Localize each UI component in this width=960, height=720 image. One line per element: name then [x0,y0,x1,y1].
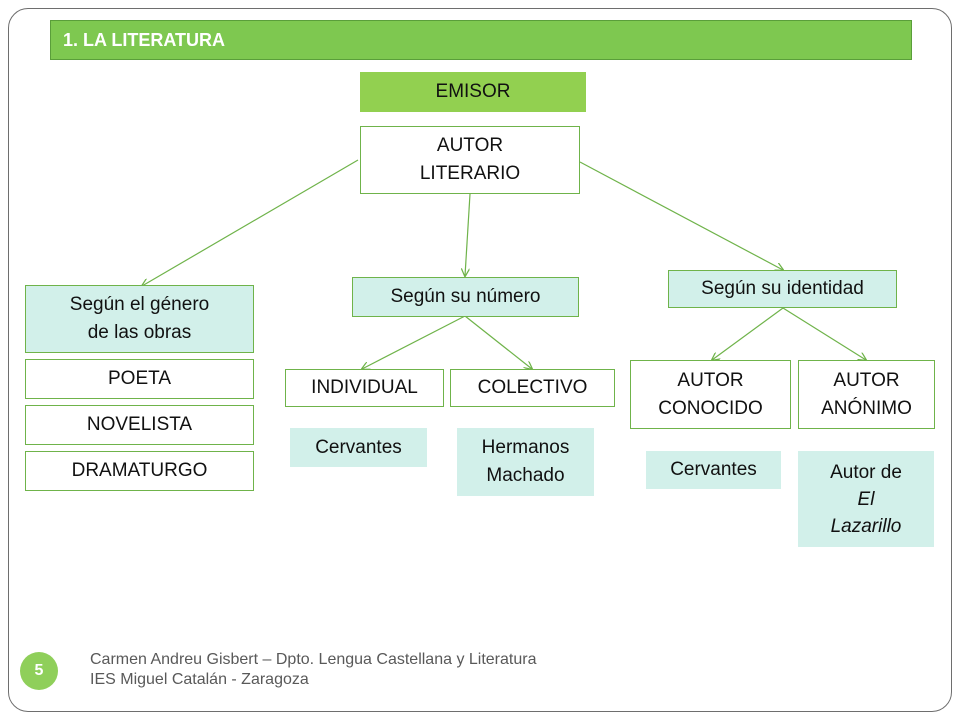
genero-heading-box: Según el género de las obras [25,285,254,353]
genero-item-label: POETA [108,368,171,389]
numero-heading-label: Según su número [390,286,541,307]
genero-item-label: DRAMATURGO [71,460,208,481]
individual-example-label: Cervantes [315,436,402,458]
section-title: 1. LA LITERATURA [50,20,912,60]
identidad-heading-box: Según su identidad [668,270,897,308]
identidad-heading-label: Según su identidad [701,278,864,299]
autor-conocido-line-1: AUTOR [677,369,744,391]
genero-heading-line-1: Según el género [69,294,210,315]
page-number: 5 [34,662,44,679]
colectivo-box: COLECTIVO [450,369,615,407]
autor-literario-line-2: LITERARIO [419,163,521,184]
footer-credits: Carmen Andreu Gisbert – Dpto. Lengua Cas… [90,650,536,690]
arrow-to-genero [142,159,359,286]
colectivo-example-line-1: Hermanos [481,437,570,458]
autor-literario-line-1: AUTOR [436,135,504,156]
arrow-to-anonimo [782,307,866,360]
colectivo-example-line-2: Machado [486,465,565,486]
anonimo-example-line-1: Autor de [830,461,902,483]
autor-anonimo-line-1: AUTOR [833,369,900,391]
conocido-example-box: Cervantes [646,451,781,489]
arrow-to-colectivo [464,315,532,369]
emisor-label: EMISOR [435,81,511,102]
anonimo-example-line-2: El [857,488,875,510]
genero-item-dramaturgo: DRAMATURGO [25,451,254,491]
numero-heading-box: Según su número [352,277,579,317]
anonimo-example-line-3: Lazarillo [830,515,902,537]
autor-conocido-box: AUTOR CONOCIDO [630,360,791,429]
arrow-to-conocido [712,307,784,360]
conocido-example-label: Cervantes [670,459,757,480]
arrow-to-identidad [579,161,783,270]
arrow-to-numero [465,193,471,276]
arrow-to-individual [362,315,466,369]
anonimo-example-box: Autor de El Lazarillo [798,451,934,547]
page-number-badge: 5 [20,652,58,690]
individual-box: INDIVIDUAL [285,369,444,407]
autor-literario-box: AUTOR LITERARIO [360,126,580,194]
slide-frame [8,8,952,712]
autor-anonimo-line-2: ANÓNIMO [821,397,912,419]
footer-line-1: Carmen Andreu Gisbert – Dpto. Lengua Cas… [90,651,537,668]
genero-item-poeta: POETA [25,359,254,399]
footer-line-2: IES Miguel Catalán - Zaragoza [90,671,309,688]
genero-item-novelista: NOVELISTA [25,405,254,445]
colectivo-label: COLECTIVO [477,377,588,398]
autor-anonimo-box: AUTOR ANÓNIMO [798,360,935,429]
colectivo-example-box: Hermanos Machado [457,428,594,496]
individual-label: INDIVIDUAL [311,377,418,398]
individual-example-box: Cervantes [290,428,427,467]
autor-conocido-line-2: CONOCIDO [658,397,763,419]
emisor-box: EMISOR [360,72,586,112]
genero-item-label: NOVELISTA [86,414,193,435]
genero-heading-line-2: de las obras [87,322,192,343]
